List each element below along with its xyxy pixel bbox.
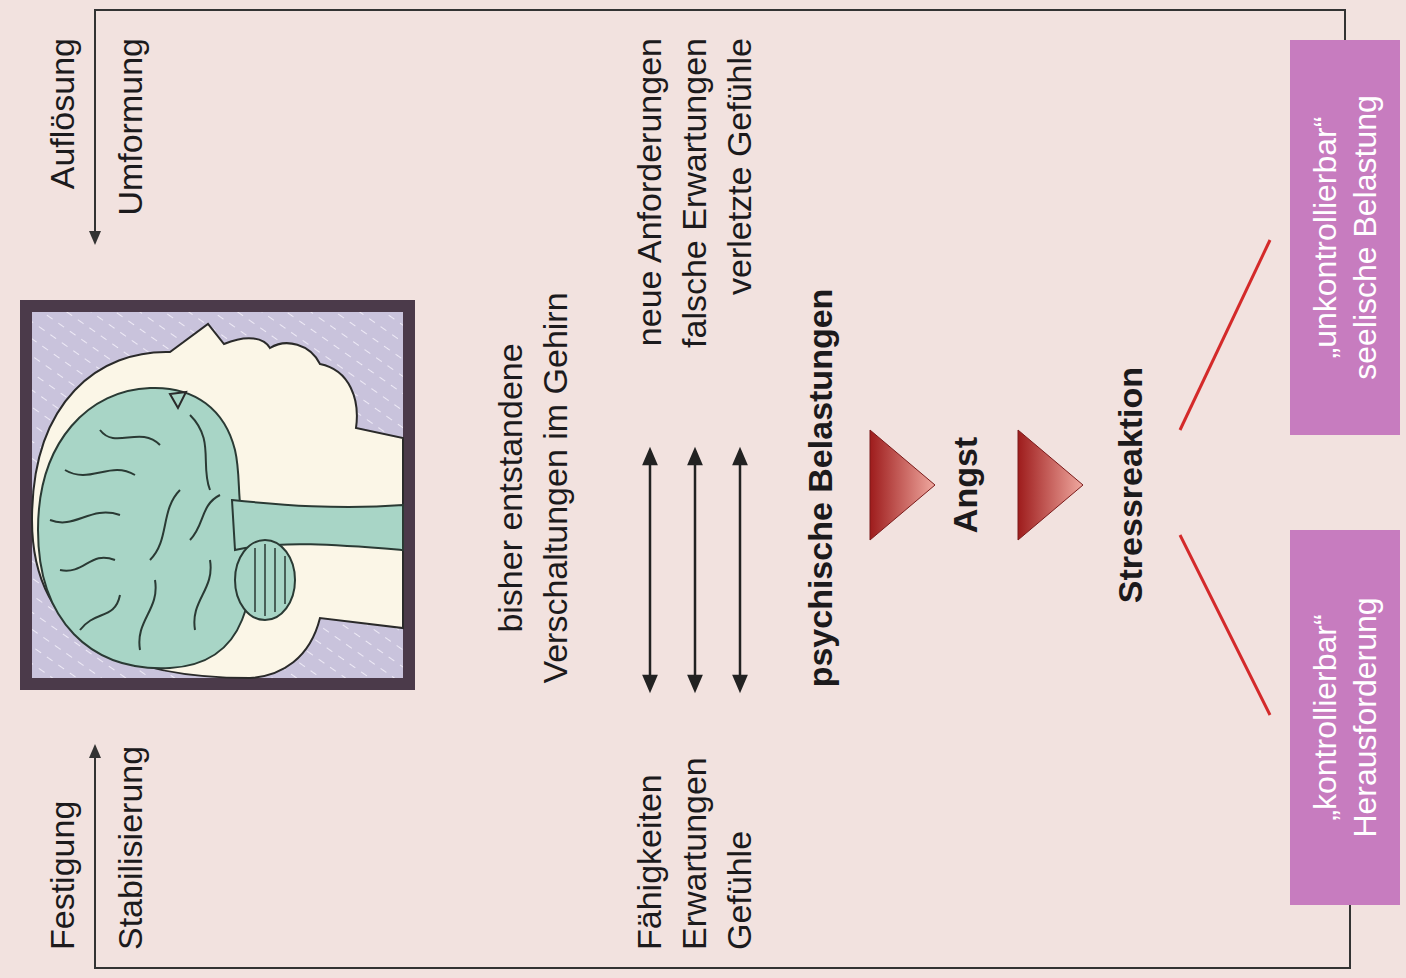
down-triangle (1018, 430, 1083, 540)
list-item: neue Anforderungen (627, 38, 672, 346)
brain-illustration (20, 300, 415, 690)
feedback-line (95, 756, 1350, 968)
branch-line (1180, 535, 1270, 715)
process-label: Stabilisierung (108, 746, 153, 950)
list-item: falsche Erwartungen (672, 38, 717, 348)
stage-heading: Angst (943, 335, 988, 635)
process-label: Auflösung (40, 38, 85, 189)
box-text: seelische Belastung (1345, 95, 1385, 380)
list-item: Fähigkeiten (627, 774, 672, 950)
double-arrows (644, 450, 746, 690)
box-text: „kontrollierbar“ (1305, 614, 1345, 820)
list-item: verletzte Gefühle (717, 38, 762, 295)
outcome-box: „kontrollierbar“Herausforderung (1290, 530, 1400, 905)
outcome-box: „unkontrollierbar“seelische Belastung (1290, 40, 1400, 435)
box-text: „unkontrollierbar“ (1305, 117, 1345, 359)
list-item: Gefühle (717, 831, 762, 950)
arrow-head (89, 744, 101, 758)
list-item: Erwartungen (672, 757, 717, 950)
process-label: Festigung (40, 801, 85, 950)
stage-heading: Stressreaktion (1108, 285, 1153, 685)
stage-heading: psychische Belastungen (798, 188, 843, 788)
branch-line (1180, 240, 1270, 430)
arrow-head (89, 231, 101, 245)
down-triangle (870, 430, 935, 540)
process-label: Umformung (108, 38, 153, 216)
brain-caption: bisher entstandene Verschaltungen im Geh… (488, 258, 578, 718)
box-text: Herausforderung (1345, 597, 1385, 837)
